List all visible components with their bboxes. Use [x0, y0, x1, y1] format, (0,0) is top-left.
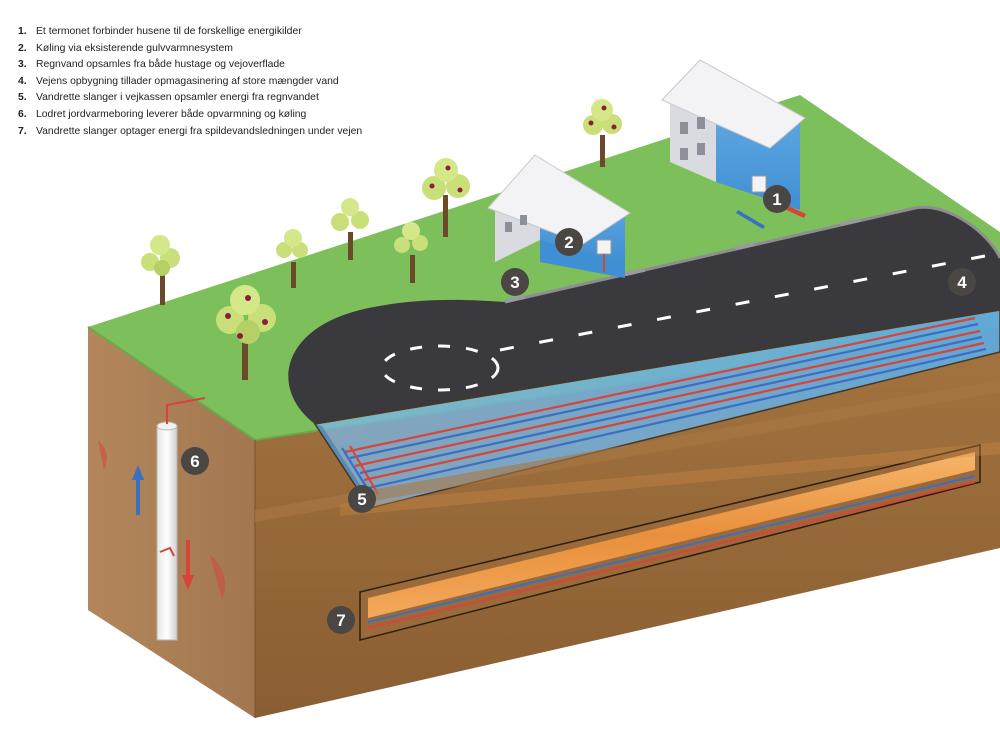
blossom-tree [422, 158, 470, 237]
tree [394, 222, 428, 283]
legend-item-4: 4. Vejens opbygning tillader opmagasineri… [18, 74, 362, 91]
tree [141, 235, 180, 305]
blossom-tree [583, 99, 622, 167]
tree [331, 198, 369, 260]
road-base-outline [313, 309, 1000, 509]
badge-1: 1 [763, 185, 791, 213]
sewer-layer [255, 380, 1000, 641]
legend-number: 6. [18, 108, 27, 120]
legend-item-5: 5. Vandrette slanger i vejkassen opsamler… [18, 90, 362, 107]
road [288, 205, 1000, 424]
badge-label: 3 [510, 273, 519, 292]
badge-6: 6 [181, 447, 209, 475]
tree [276, 229, 308, 288]
legend-number: 7. [18, 125, 27, 137]
heat-arrow-down-icon [182, 540, 194, 590]
heat-pump-unit [751, 175, 767, 193]
badge-label: 2 [564, 233, 573, 252]
horizontal-pipes [341, 316, 987, 497]
legend-item-2: 2. Køling via eksisterende gulvvarmnesyst… [18, 41, 362, 58]
legend-text: Lodret jordvarmeboring leverer både opva… [36, 108, 307, 120]
road-center-line [499, 253, 991, 352]
road-surface [288, 207, 1000, 424]
legend-text: Regnvand opsamles fra både hustage og ve… [36, 59, 285, 71]
legend-text: Vejens opbygning tillader opmagasinering… [36, 75, 339, 87]
legend-text: Vandrette slanger i vejkassen opsamler e… [36, 92, 319, 104]
road-base-storage [313, 309, 1000, 509]
heat-pump-unit [596, 239, 612, 255]
roof [661, 59, 806, 149]
borehole [98, 397, 226, 641]
legend-text: Køling via eksisterende gulvvarmnesystem [36, 42, 233, 54]
legend-number: 1. [18, 26, 27, 37]
blossom-tree [216, 285, 276, 380]
badge-label: 1 [772, 190, 781, 209]
legend-text: Vandrette slanger optager energi fra spi… [36, 125, 363, 137]
legend-number: 3. [18, 59, 27, 71]
badge-7: 7 [327, 606, 355, 634]
roof [487, 154, 631, 245]
borehole-pipe [156, 425, 178, 641]
legend-item-1: 1. Et termonet forbinder husene til de fo… [18, 24, 362, 41]
legend-number: 4. [18, 75, 27, 87]
house-large [661, 59, 806, 229]
legend-number: 2. [18, 42, 27, 54]
badge-label: 5 [357, 490, 366, 509]
badge-label: 7 [336, 611, 345, 630]
legend-item-6: 6. Lodret jordvarmeboring leverer både op… [18, 107, 362, 124]
legend-item-7: 7. Vandrette slanger optager energi fra s… [18, 124, 362, 141]
badge-label: 4 [957, 273, 967, 292]
road-edge [504, 205, 1000, 304]
badge-4: 4 [948, 268, 976, 296]
cul-de-sac-marking [380, 344, 500, 392]
badge-label: 6 [190, 452, 199, 471]
heat-arrow-up-icon [132, 465, 144, 515]
legend-item-3: 3. Regnvand opsamles fra både hustage og … [18, 57, 362, 74]
legend-number: 5. [18, 92, 27, 104]
badge-3: 3 [501, 268, 529, 296]
legend-text: Et termonet forbinder husene til de fors… [36, 26, 302, 37]
badge-5: 5 [348, 485, 376, 513]
trees [141, 99, 622, 380]
flow-arrow-blue-icon [736, 210, 765, 229]
sewer-pipe [368, 452, 975, 618]
badge-2: 2 [555, 228, 583, 256]
legend: 1. Et termonet forbinder husene til de fo… [18, 24, 362, 140]
